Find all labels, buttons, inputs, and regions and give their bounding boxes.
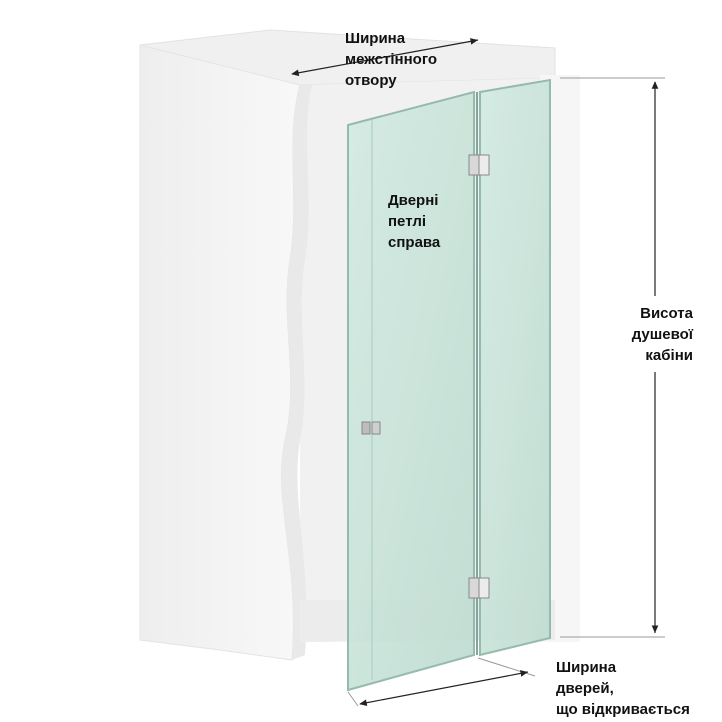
pillar-edge-shade	[281, 85, 312, 660]
hinges-line-2: петлі	[388, 213, 427, 230]
cabin-height-label: Висота душевої кабіни	[613, 303, 693, 366]
door-width-extension-left	[347, 691, 359, 707]
hinges-line-3: справа	[388, 234, 441, 251]
opening-width-label: Ширина межстінного отвору	[345, 28, 437, 91]
door-knob	[361, 421, 381, 435]
cabin-height-line-3: кабіни	[645, 347, 693, 364]
left-pillar	[139, 44, 301, 661]
cabin-height-line-2: душевої	[631, 326, 693, 343]
cabin-height-line-1: Висота	[640, 305, 693, 322]
door-width-label: Ширина дверей, що відкривається	[556, 657, 690, 720]
door-width-line-2: дверей,	[556, 680, 614, 697]
top-hinge	[468, 154, 490, 176]
door-width-dimension	[359, 670, 529, 707]
hinges-side-label: Дверні петлі справа	[388, 190, 440, 253]
door-width-extension-right	[477, 657, 536, 677]
opening-width-line-3: отвору	[345, 72, 397, 89]
opening-width-line-2: межстінного	[345, 51, 438, 68]
opening-width-line-1: Ширина	[345, 30, 406, 47]
door-width-line-3: що відкривається	[556, 701, 690, 718]
hinges-line-1: Дверні	[388, 192, 439, 209]
fixed-glass-panel	[479, 78, 551, 657]
shower-glass	[347, 78, 551, 692]
opening-width-dimension	[291, 38, 479, 77]
door-width-line-1: Ширина	[556, 659, 617, 676]
bottom-hinge	[468, 577, 490, 599]
door-glass-panel	[347, 90, 475, 692]
